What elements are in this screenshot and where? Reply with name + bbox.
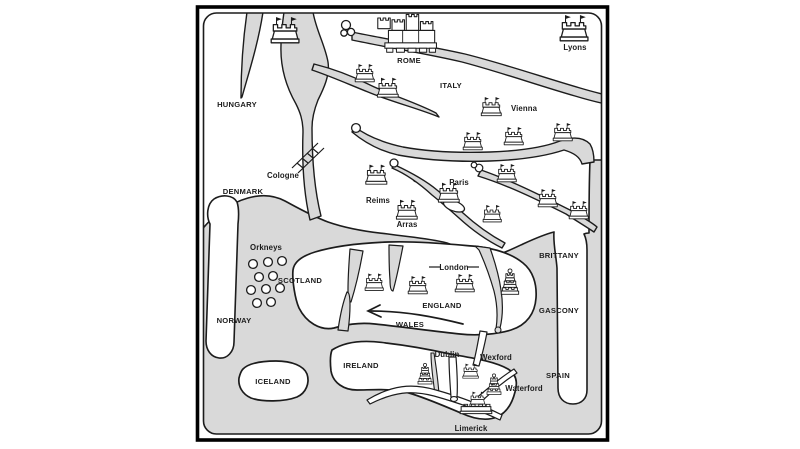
label-spain: SPAIN	[546, 371, 570, 380]
label-iceland: ICELAND	[255, 377, 291, 386]
firth-south	[337, 291, 351, 332]
island-circles-icon	[245, 255, 288, 309]
label-italy: ITALY	[440, 81, 462, 90]
label-gascony: GASCONY	[539, 306, 579, 315]
sea-route-england-ireland	[472, 330, 488, 367]
label-wexford: Wexford	[480, 353, 512, 362]
label-orkneys: Orkneys	[250, 243, 282, 252]
label-rome: ROME	[397, 56, 421, 65]
label-vienna: Vienna	[511, 104, 538, 113]
outer-map-border	[195, 5, 610, 442]
label-waterford: Waterford	[505, 384, 543, 393]
dublin-road	[448, 356, 459, 398]
norway-peninsula	[205, 195, 240, 359]
road-knob-icon	[389, 158, 399, 168]
label-denmark: DENMARK	[223, 187, 264, 196]
label-scotland: SCOTLAND	[278, 276, 322, 285]
label-wales: WALES	[396, 320, 424, 329]
firth-mid	[388, 244, 404, 292]
iceland-island	[238, 360, 309, 402]
road-source-icon	[470, 161, 484, 173]
road-end-icon	[449, 396, 459, 402]
cologne-road-icon	[291, 142, 325, 174]
label-cologne: Cologne	[267, 171, 299, 180]
label-arras: Arras	[397, 220, 418, 229]
label-hungary: HUNGARY	[217, 100, 257, 109]
label-ireland: IRELAND	[343, 361, 379, 370]
label-london: London	[439, 263, 468, 272]
label-paris: Paris	[449, 178, 469, 187]
label-england: ENGLAND	[422, 301, 462, 310]
label-lyons: Lyons	[563, 43, 587, 52]
label-limerick: Limerick	[455, 424, 488, 433]
label-reims: Reims	[366, 196, 390, 205]
route-arrow-icon	[366, 304, 464, 325]
river-seine-band	[351, 126, 595, 165]
inner-map-border	[202, 12, 603, 435]
label-norway: NORWAY	[217, 316, 252, 325]
river-source-icon	[340, 19, 356, 37]
channel-curl-icon	[494, 326, 502, 334]
label-brittany: BRITTANY	[539, 251, 579, 260]
river-left	[240, 13, 264, 99]
label-dublin: Dublin	[435, 350, 460, 359]
river-knob-icon	[350, 122, 362, 134]
